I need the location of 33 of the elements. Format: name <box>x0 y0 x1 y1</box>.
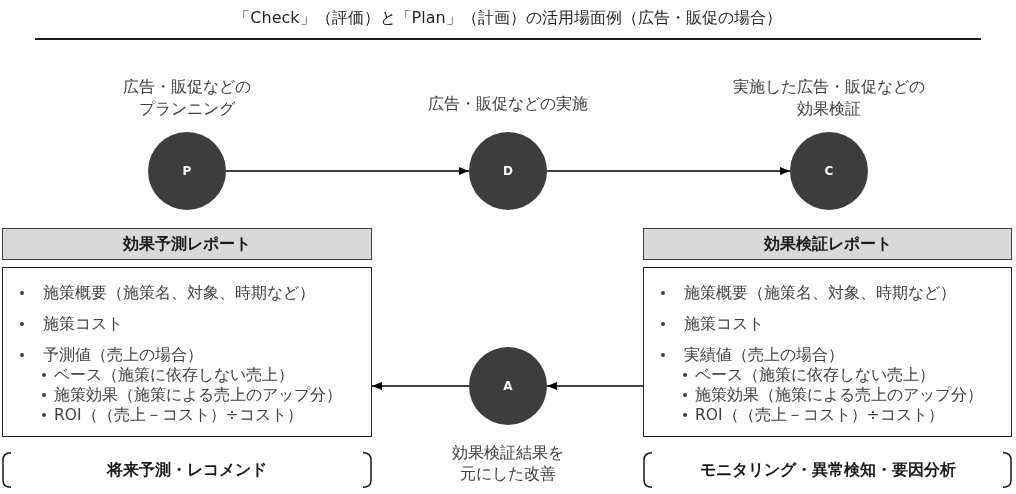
bullet-item: ROI（（売上－コスト）÷コスト） <box>42 405 303 425</box>
bullet-item: 施策効果（施策による売上のアップ分） <box>683 385 983 405</box>
bullet-item: 施策コスト <box>661 314 764 334</box>
arrow <box>371 382 470 390</box>
bullet-item: 施策コスト <box>20 314 123 334</box>
arrow <box>225 167 470 175</box>
bullet-item: ROI（（売上－コスト）÷コスト） <box>683 405 944 425</box>
report-header-box <box>2 228 372 260</box>
bullet-item: 施策概要（施策名、対象、時期など） <box>661 283 956 303</box>
bracket-label: モニタリング・異常検知・要因分析 <box>699 460 956 480</box>
bullet-item: 施策効果（施策による売上のアップ分） <box>42 385 342 405</box>
report-header-box <box>643 228 1012 260</box>
bullet-item: ベース（施策に依存しない売上） <box>683 365 935 385</box>
arrow <box>546 167 791 175</box>
step-letter: D <box>503 164 513 178</box>
bullet-item: 施策概要（施策名、対象、時期など） <box>20 283 315 303</box>
step-letter: P <box>182 164 192 178</box>
bullet-item: ベース（施策に依存しない売上） <box>42 365 294 385</box>
arrow <box>546 382 644 390</box>
diagram-title: 「Check」（評価）と「Plan」（計画）の活用場面例（広告・販促の場合） <box>234 7 782 29</box>
step-caption: 実施した広告・販促などの効果検証 <box>732 76 926 120</box>
step-letter: A <box>503 379 513 393</box>
step-letter: C <box>824 164 834 178</box>
step-caption: 広告・販促などのプランニング <box>122 76 252 120</box>
bracket-label: 将来予測・レコメンド <box>107 460 267 480</box>
step-caption: 効果検証結果を元にした改善 <box>451 442 565 484</box>
report-panel <box>2 267 372 437</box>
report-panel <box>643 267 1012 437</box>
report-title: 効果予測レポート <box>123 234 251 254</box>
bullet-item: 実績値（売上の場合） <box>661 345 844 365</box>
step-caption: 広告・販促などの実施 <box>427 93 589 115</box>
bullet-item: 予測値（売上の場合） <box>20 345 203 365</box>
report-title: 効果検証レポート <box>763 234 892 254</box>
